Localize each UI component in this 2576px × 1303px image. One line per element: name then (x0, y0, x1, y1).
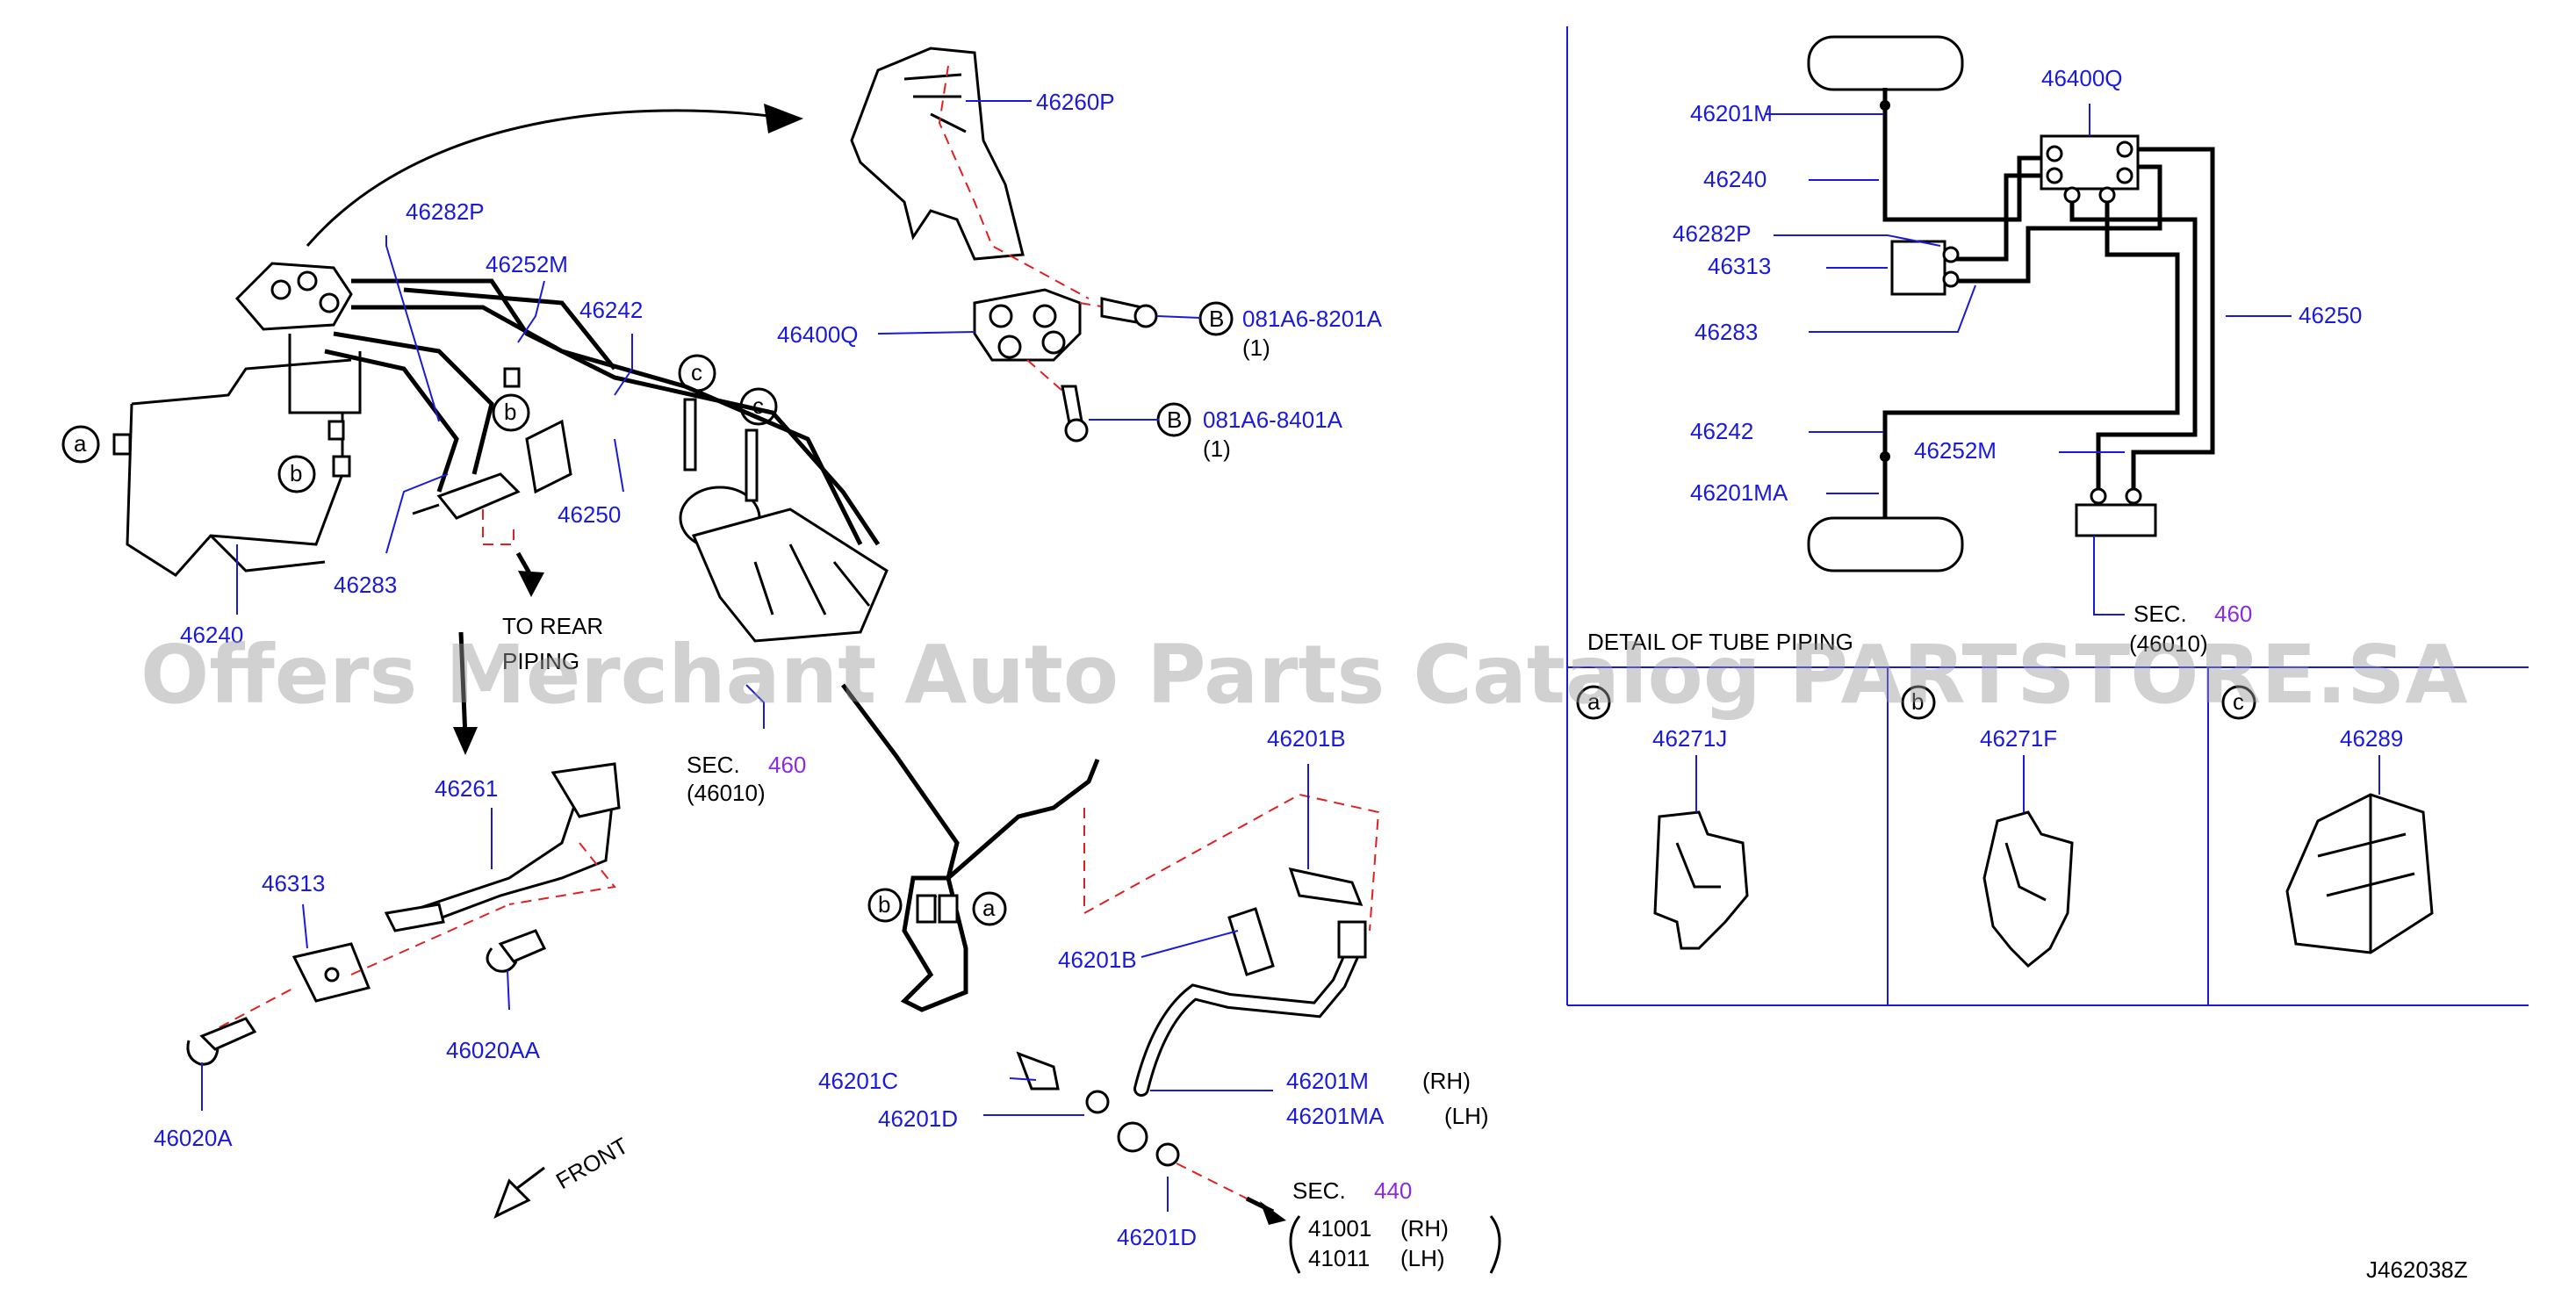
sensor-46313 (1890, 240, 1946, 296)
label-46261: 46261 (435, 775, 498, 802)
circle-a-2: a (982, 895, 996, 921)
circle-b-2: b (504, 399, 516, 425)
label-46252M: 46252M (486, 251, 568, 277)
label-qty-2: (1) (1203, 436, 1231, 462)
label-sec-440-num: 440 (1374, 1177, 1412, 1204)
circle-c-1: c (691, 359, 702, 385)
schem-46240: 46240 (1703, 166, 1767, 192)
label-46020A: 46020A (154, 1125, 233, 1151)
bolt-46201C (1016, 1051, 1060, 1091)
label-46201B-top: 46201B (1267, 725, 1346, 752)
label-sec-440: SEC. (1292, 1177, 1346, 1204)
clip-46271J (1653, 810, 1749, 950)
label-46201B-mid: 46201B (1058, 947, 1137, 973)
front-wheel-right (1807, 35, 1964, 91)
valve-bracket-group (850, 47, 1234, 443)
tube-46242 (351, 278, 881, 546)
label-qty-1: (1) (1242, 335, 1270, 361)
label-46283: 46283 (334, 572, 397, 598)
label-46260P: 46260P (1036, 89, 1115, 115)
detail-b-key: b (1911, 688, 1924, 715)
label-sec-460-num: 460 (768, 752, 806, 778)
valve-46400Q (973, 288, 1082, 362)
bracket-46260P (850, 47, 1025, 261)
tube-to-hose (841, 683, 1100, 1012)
label-46201MA: 46201MA (1286, 1103, 1385, 1129)
label-front: FRONT (551, 1132, 633, 1194)
brake-hose-group (493, 683, 1501, 1274)
label-46201D-b: 46201D (1117, 1224, 1197, 1250)
detail-c-key: c (2233, 688, 2244, 715)
label-piping: PIPING (502, 648, 579, 674)
label-41001: 41001 (1308, 1215, 1371, 1242)
label-46250: 46250 (558, 501, 621, 528)
label-bolt-2: 081A6-8401A (1203, 407, 1343, 433)
schem-46283: 46283 (1695, 319, 1758, 345)
arrow-head (764, 104, 803, 133)
detail-c-part: 46289 (2340, 725, 2403, 752)
label-46400Q: 46400Q (777, 321, 859, 348)
label-46201C: 46201C (818, 1068, 898, 1094)
label-rh: (RH) (1422, 1068, 1471, 1094)
label-sec-460-sub: (46010) (687, 780, 766, 806)
detail-panels (1567, 666, 2529, 1006)
schem-46201MA: 46201MA (1690, 479, 1788, 506)
main-assembly (61, 104, 889, 1111)
label-41011: 41011 (1308, 1245, 1370, 1271)
diagram-code: J462038Z (2366, 1256, 2468, 1283)
watermark: Offers Merchant Auto Parts Catalog PARTS… (140, 628, 2468, 722)
front-wheel-left (1807, 516, 1964, 572)
detail-a-part: 46271J (1652, 725, 1727, 752)
schem-46282P: 46282P (1673, 220, 1752, 247)
circle-B-1: B (1209, 306, 1224, 332)
schem-46252M: 46252M (1914, 437, 1997, 464)
circle-b-3: b (878, 891, 890, 918)
hose-46201M (1136, 939, 1362, 1094)
label-sec-460: SEC. (687, 752, 740, 778)
detail-heading: DETAIL OF TUBE PIPING (1587, 629, 1853, 655)
clip-46201B (1288, 867, 1364, 906)
label-41011-lh: (LH) (1400, 1245, 1445, 1271)
label-46282P: 46282P (406, 198, 485, 225)
label-lh: (LH) (1444, 1103, 1489, 1129)
label-41001-rh: (RH) (1400, 1215, 1449, 1242)
clip-46289 (2285, 793, 2434, 954)
schem-46242: 46242 (1690, 418, 1753, 444)
label-46201M: 46201M (1286, 1068, 1369, 1094)
schem-46250: 46250 (2299, 302, 2362, 328)
schem-46400Q: 46400Q (2041, 65, 2123, 91)
label-to-rear: TO REAR (502, 613, 603, 639)
clip-46271F (1982, 810, 2074, 968)
label-bolt-1: 081A6-8201A (1242, 306, 1383, 332)
control-valve (234, 262, 353, 331)
detail-b-part: 46271F (1980, 725, 2057, 752)
labels: 46260P 46282P 46252M 46242 46400Q 46250 … (74, 65, 2468, 1283)
bolt-46020A (186, 1017, 257, 1066)
circle-B-2: B (1167, 407, 1182, 433)
bolt-46020AA (486, 929, 547, 973)
detail-a-key: a (1587, 688, 1601, 715)
label-46242: 46242 (579, 297, 643, 323)
circle-a-1: a (74, 430, 87, 457)
label-46201D-a: 46201D (878, 1105, 958, 1132)
schem-sec-num: 460 (2214, 601, 2252, 627)
schem-46313: 46313 (1708, 253, 1771, 279)
tube-schematic (1566, 26, 2292, 1005)
master-cyl-schem (2075, 503, 2157, 537)
label-46020AA: 46020AA (446, 1037, 541, 1063)
label-46240: 46240 (180, 622, 243, 648)
pressure-sensor (436, 472, 521, 520)
schem-sec-sub: (46010) (2129, 630, 2208, 657)
schem-46201M: 46201M (1690, 100, 1773, 126)
circle-b-1: b (290, 460, 302, 486)
schem-sec: SEC. (2133, 601, 2187, 627)
circle-c-2: c (752, 392, 764, 419)
curved-arrow (306, 109, 791, 247)
label-46313: 46313 (262, 870, 325, 896)
